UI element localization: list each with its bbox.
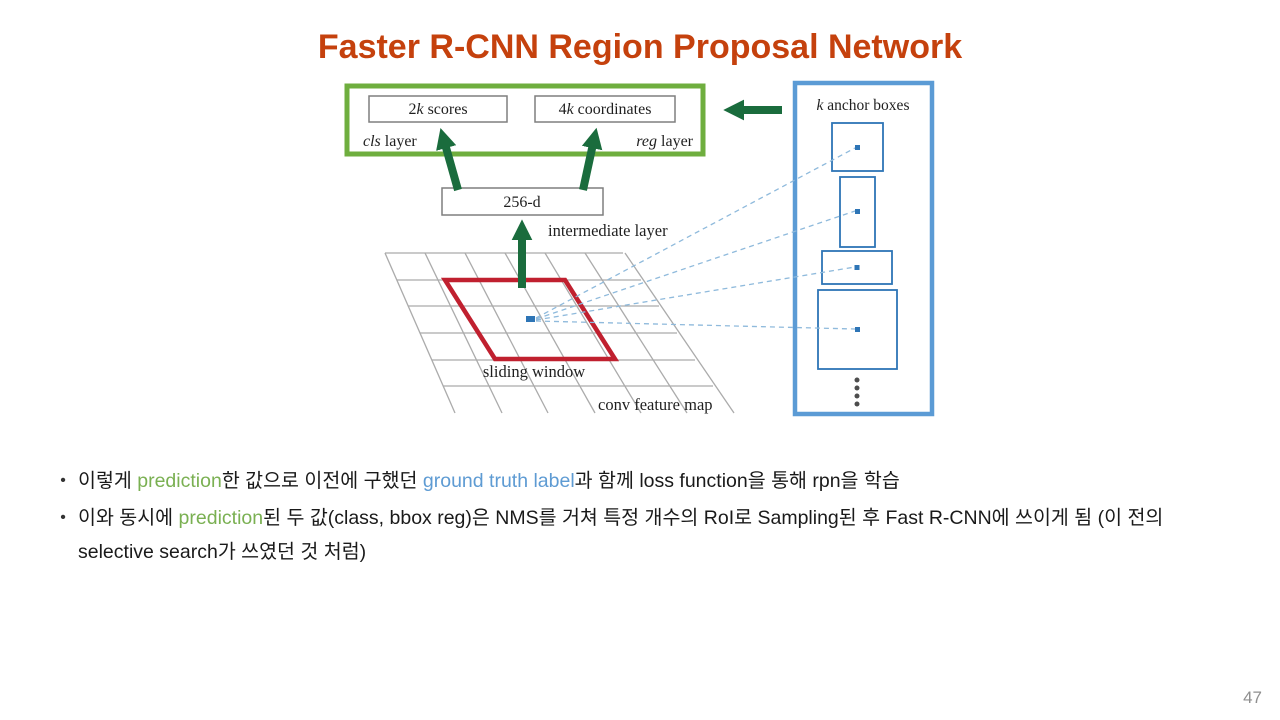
scores-box-label: 2k scores (408, 101, 467, 118)
bullet-list: • 이렇게 prediction한 값으로 이전에 구했던 ground tru… (48, 464, 1220, 572)
highlight-ground-truth-label: ground truth label (422, 470, 575, 492)
coordinates-box (534, 95, 676, 123)
bullet-text-2: 이와 동시에 prediction된 두 값(class, bbox reg)은… (78, 507, 1164, 563)
bullet-text-1: 이렇게 prediction한 값으로 이전에 구했던 ground truth… (78, 470, 900, 492)
arrow-to-cls-layer (436, 127, 462, 192)
anchor-center-dots (526, 145, 860, 332)
intermediate-layer-label: intermediate layer (548, 221, 668, 240)
bullet-item-1: • 이렇게 prediction한 값으로 이전에 구했던 ground tru… (48, 464, 1220, 498)
page-number: 47 (1243, 688, 1262, 707)
bullet-marker: • (60, 472, 66, 489)
sliding-window-center-dot (526, 316, 535, 322)
anchor-connection-lines (535, 147, 856, 330)
conv-feature-map-grid (384, 252, 735, 414)
slide-title: Faster R-CNN Region Proposal Network (317, 28, 963, 66)
cls-layer-label: cls layer (363, 133, 417, 150)
anchor-panel-title: k anchor boxes (817, 97, 910, 114)
highlight-prediction: prediction (137, 470, 222, 492)
rpn-output-frame (344, 83, 706, 157)
scores-box (368, 95, 508, 123)
highlight-prediction: prediction (178, 507, 264, 529)
coordinates-box-label: 4k coordinates (559, 101, 652, 118)
anchor-boxes (817, 122, 898, 370)
flow-arrows (436, 99, 782, 288)
bullet-marker: • (60, 509, 66, 526)
arrow-to-reg-layer (579, 127, 603, 191)
rpn-architecture-diagram: 2k scores 4k coordinates cls layer reg l… (344, 80, 935, 417)
conv-feature-map-label: conv feature map (598, 395, 713, 414)
sliding-window-label: sliding window (483, 362, 585, 381)
bullet-item-2: • 이와 동시에 prediction된 두 값(class, bbox reg… (48, 501, 1220, 569)
256d-label: 256-d (503, 194, 540, 211)
intermediate-256d-box (441, 187, 604, 216)
reg-layer-label: reg layer (636, 133, 693, 150)
anchor-ellipsis (854, 377, 860, 407)
layer-boxes (368, 95, 676, 216)
